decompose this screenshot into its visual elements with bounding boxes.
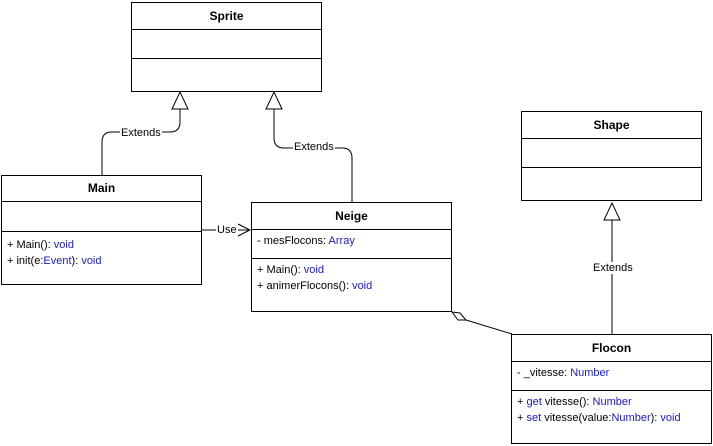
aggregation-diamond-icon xyxy=(450,311,468,321)
flocon-extends-shape-arrowhead xyxy=(603,201,621,221)
class-shape-name: Shape xyxy=(522,112,701,139)
neige-extends-sprite-label: Extends xyxy=(293,141,335,153)
main-uses-neige-label: Use xyxy=(216,224,238,236)
class-flocon-methods: + get vitesse(): Number + set vitesse(va… xyxy=(512,391,711,429)
main-uses-neige-arrowhead xyxy=(237,223,252,237)
class-sprite-attributes xyxy=(132,30,321,59)
class-sprite-methods xyxy=(132,59,321,91)
main-extends-sprite-arrowhead xyxy=(171,90,189,110)
class-main-attributes xyxy=(2,202,201,232)
flocon-method-set-vitesse: + set vitesse(value:Number): void xyxy=(517,412,681,424)
class-neige[interactable]: Neige - mesFlocons: Array + Main(): void… xyxy=(251,202,452,312)
neige-flocon-aggregation-line xyxy=(465,319,513,335)
neige-extends-sprite-arrowhead xyxy=(265,90,283,110)
neige-method-constructor: + Main(): void xyxy=(257,264,324,276)
class-neige-name: Neige xyxy=(252,203,451,230)
class-flocon-attributes: - _vitesse: Number xyxy=(512,362,711,391)
class-shape-methods xyxy=(522,168,701,200)
class-flocon[interactable]: Flocon - _vitesse: Number + get vitesse(… xyxy=(511,334,712,444)
class-sprite[interactable]: Sprite xyxy=(131,2,322,92)
main-extends-sprite-label: Extends xyxy=(120,127,162,139)
flocon-method-get-vitesse: + get vitesse(): Number xyxy=(517,396,632,408)
class-flocon-name: Flocon xyxy=(512,335,711,362)
class-main[interactable]: Main + Main(): void + init(e:Event): voi… xyxy=(1,175,202,285)
main-method-constructor: + Main(): void xyxy=(7,239,74,251)
flocon-attribute-vitesse: - _vitesse: Number xyxy=(517,367,610,379)
class-main-methods: + Main(): void + init(e:Event): void xyxy=(2,232,201,272)
class-sprite-name: Sprite xyxy=(132,3,321,30)
class-shape[interactable]: Shape xyxy=(521,111,702,201)
class-main-name: Main xyxy=(2,176,201,202)
class-neige-attributes: - mesFlocons: Array xyxy=(252,230,451,259)
neige-method-animerflocons: + animerFlocons(): void xyxy=(257,280,373,292)
flocon-extends-shape-label: Extends xyxy=(592,262,634,274)
neige-extends-sprite-line xyxy=(273,109,353,202)
class-neige-methods: + Main(): void + animerFlocons(): void xyxy=(252,259,451,297)
main-extends-sprite-line xyxy=(101,109,181,175)
main-method-init: + init(e:Event): void xyxy=(7,255,102,267)
class-shape-attributes xyxy=(522,139,701,168)
neige-attribute-mesflocons: - mesFlocons: Array xyxy=(257,235,355,247)
